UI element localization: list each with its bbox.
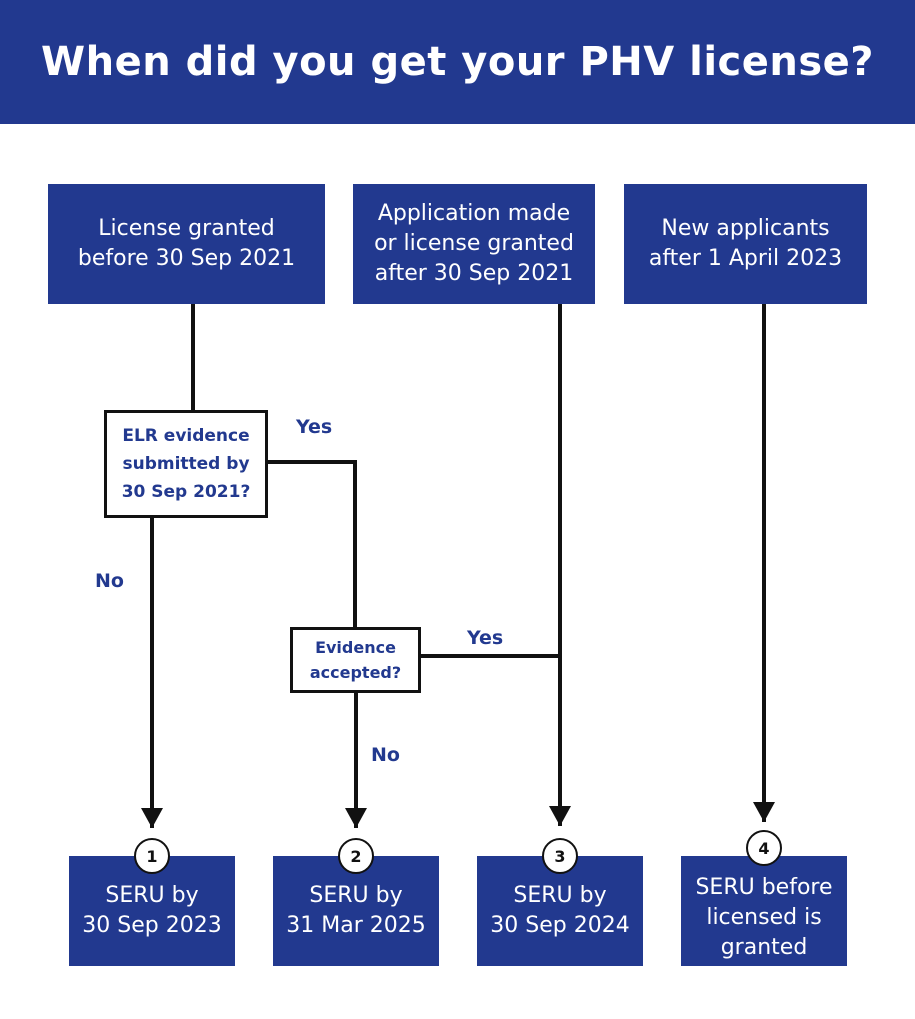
arrowhead-3 (549, 806, 571, 826)
label-evidence-no: No (371, 744, 400, 766)
outcome-number-1: 1 (134, 838, 170, 874)
label-evidence-yes: Yes (467, 627, 504, 649)
outcome-number-4: 4 (746, 830, 782, 866)
outcome-number-2: 2 (338, 838, 374, 874)
outcome-box-4: SERU before licensed is granted (681, 856, 847, 966)
start-box-after-2021: Application made or license granted afte… (353, 184, 595, 304)
outcome-box-2: SERU by 31 Mar 2025 (273, 856, 439, 966)
decision-evidence-accepted: Evidence accepted? (290, 627, 421, 693)
start-box-before-2021: License granted before 30 Sep 2021 (48, 184, 325, 304)
start-box-new-applicants: New applicants after 1 April 2023 (624, 184, 867, 304)
outcome-box-1: SERU by 30 Sep 2023 (69, 856, 235, 966)
connector-elr-yes (267, 460, 357, 628)
outcome-number-3: 3 (542, 838, 578, 874)
decision-elr-evidence: ELR evidence submitted by 30 Sep 2021? (104, 410, 268, 518)
outcome-box-3: SERU by 30 Sep 2024 (477, 856, 643, 966)
page-title: When did you get your PHV license? (0, 0, 915, 124)
label-elr-no: No (95, 570, 124, 592)
arrowhead-2 (345, 808, 367, 828)
arrowhead-4 (753, 802, 775, 822)
label-elr-yes: Yes (296, 416, 333, 438)
arrowhead-1 (141, 808, 163, 828)
